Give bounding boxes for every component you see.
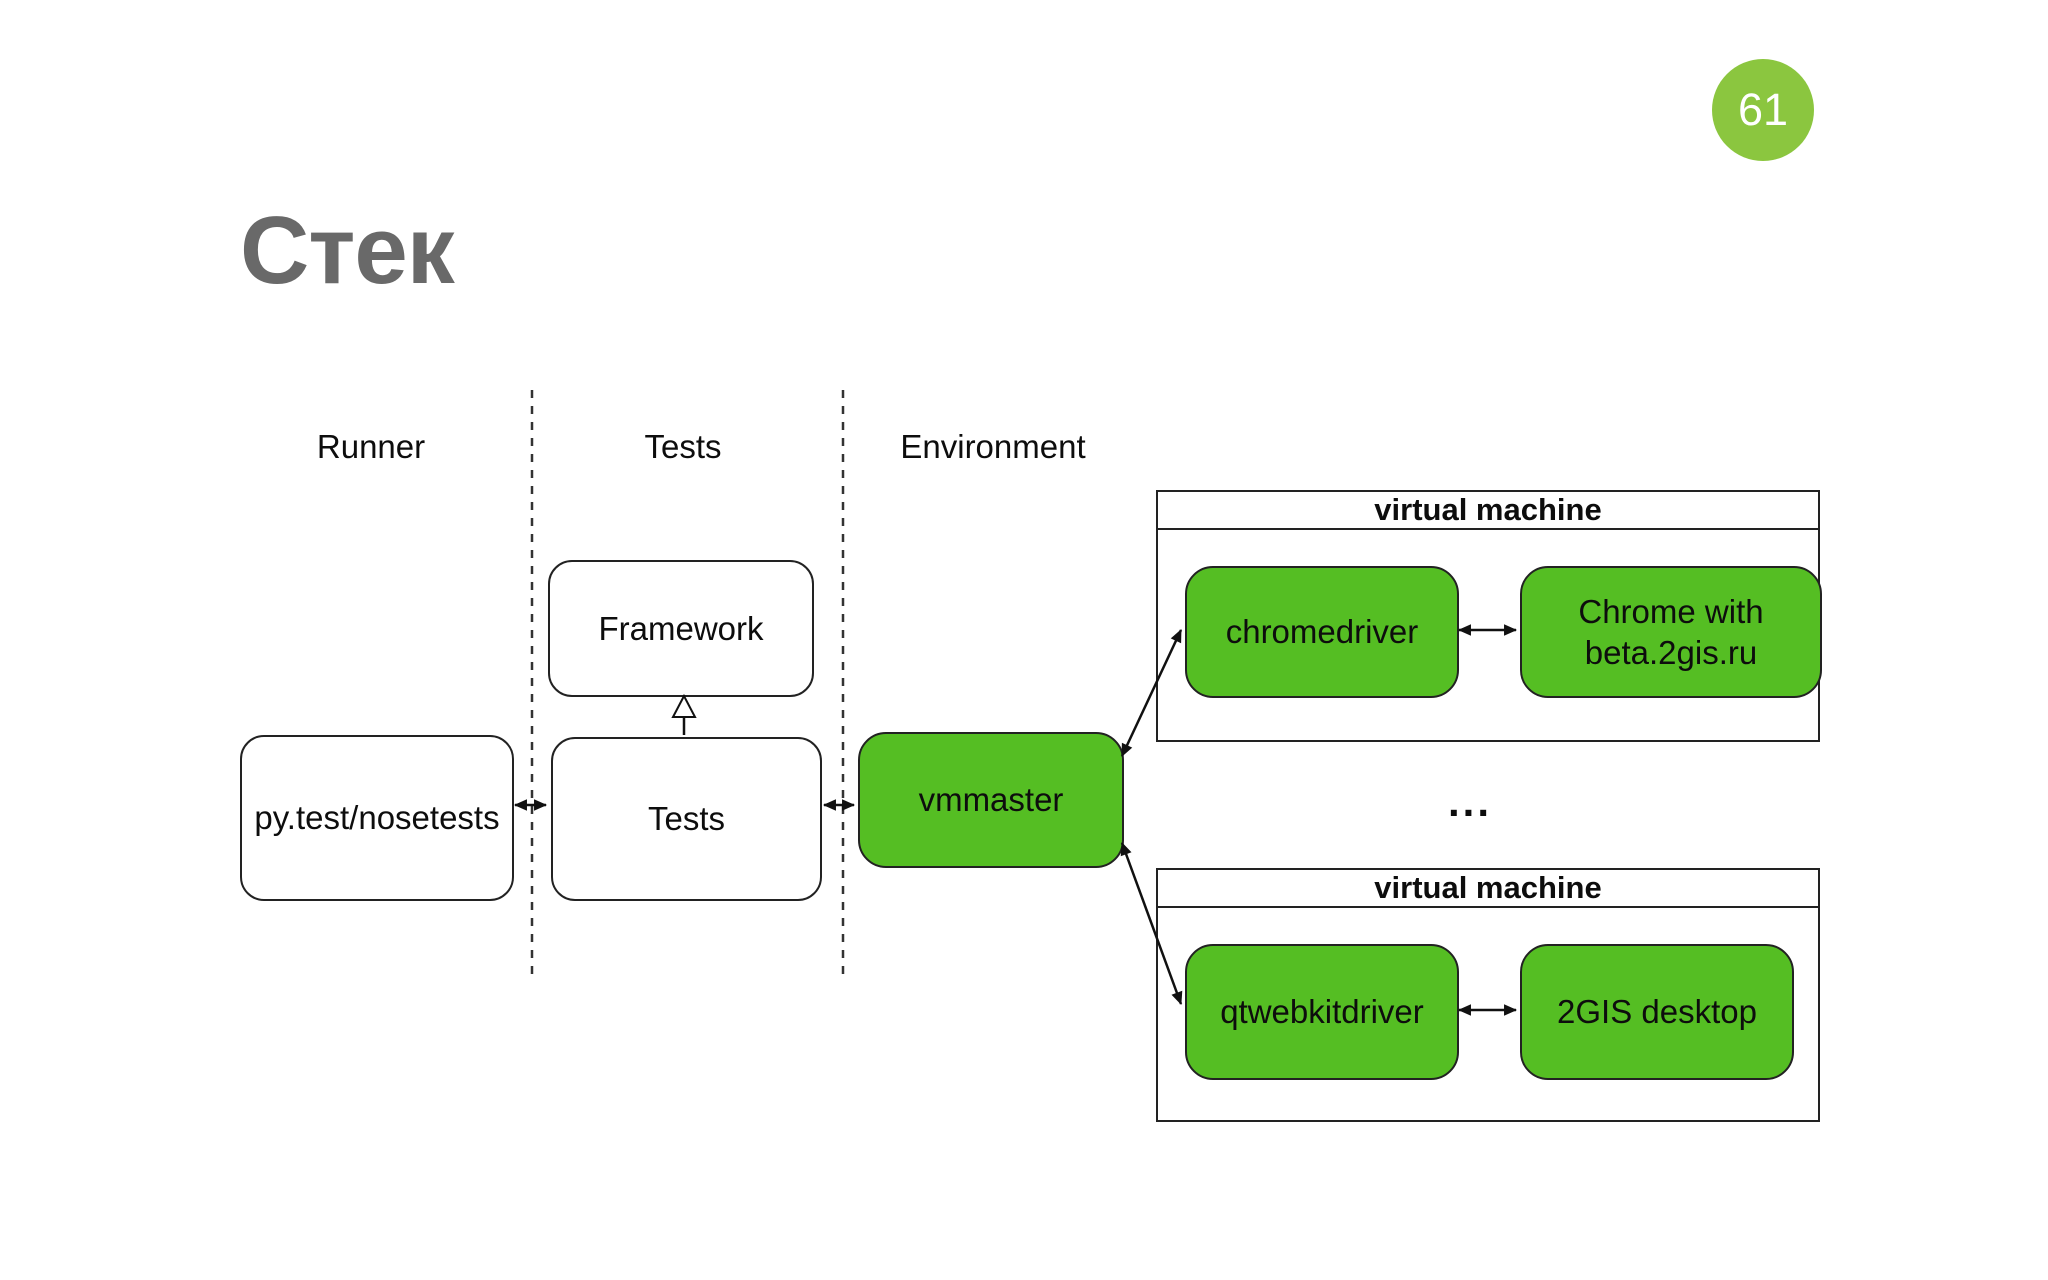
vm-top-title: virtual machine (1158, 492, 1818, 530)
node-chrome-beta-2gis: Chrome with beta.2gis.ru (1520, 566, 1822, 698)
node-tests: Tests (551, 737, 822, 901)
vm-ellipsis: ... (1448, 778, 1493, 825)
node-vmmaster: vmmaster (858, 732, 1124, 868)
vm-bottom-title: virtual machine (1158, 870, 1818, 908)
page-number: 61 (1737, 84, 1789, 135)
node-2gis-desktop: 2GIS desktop (1520, 944, 1794, 1080)
column-label-tests: Tests (644, 428, 722, 465)
node-qtwebkitdriver: qtwebkitdriver (1185, 944, 1459, 1080)
column-label-runner: Runner (316, 428, 426, 465)
arrow-tests-framework-hollow-head (671, 693, 697, 718)
column-label-environment: Environment (900, 428, 1086, 465)
node-chromedriver: chromedriver (1185, 566, 1459, 698)
slide-title: Стек (240, 197, 455, 304)
node-framework: Framework (548, 560, 814, 697)
page-number-badge: 61 (1712, 59, 1814, 161)
node-pytest-nosetests: py.test/nosetests (240, 735, 514, 901)
